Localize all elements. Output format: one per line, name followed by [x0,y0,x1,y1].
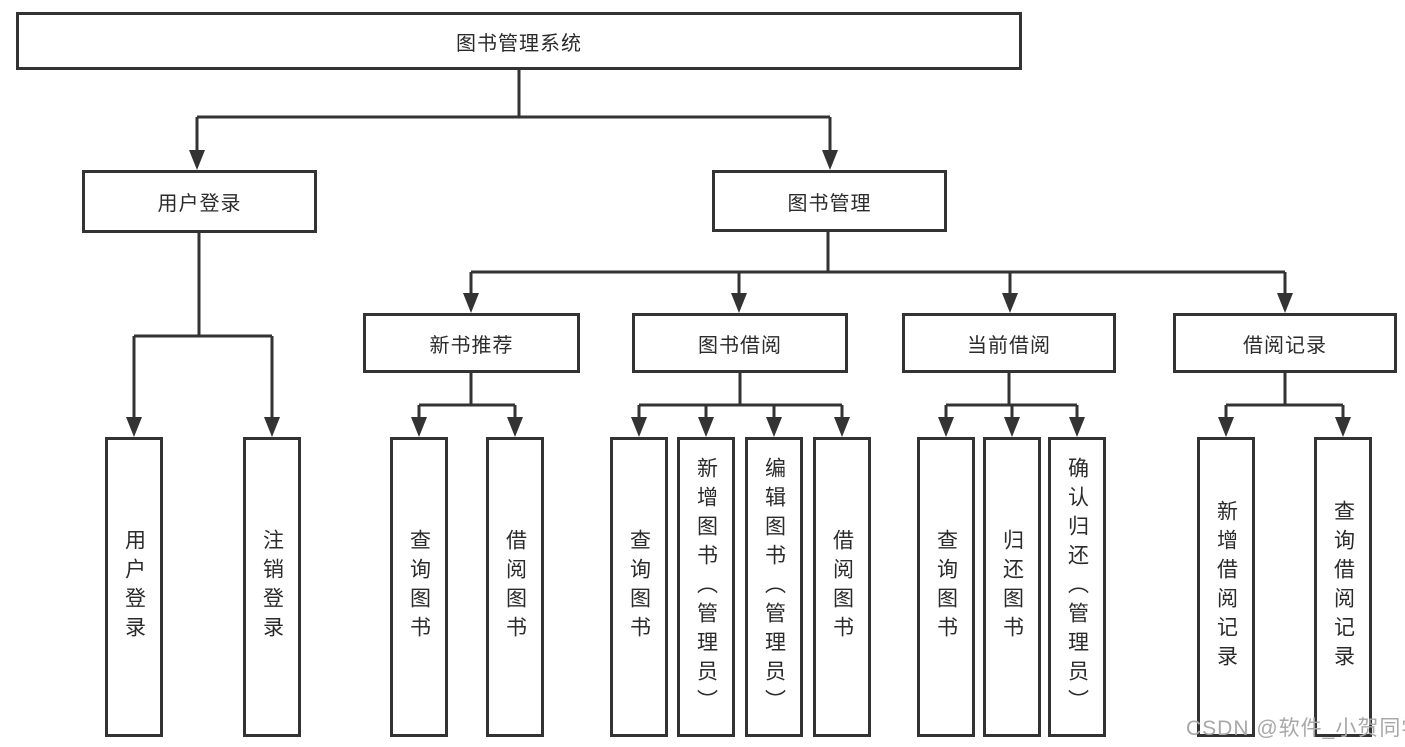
leaf-borrow-books-label: 借阅图书 [830,529,854,645]
leaf-edit-books-admin-label: 编辑图书（管理员） [762,456,786,718]
node-user-login-label: 用户登录 [157,193,242,215]
node-current-borrow: 当前借阅 [902,313,1116,373]
node-root-label: 图书管理系统 [456,32,582,55]
node-book-borrow: 图书借阅 [632,313,848,373]
leaf-borrow-books-recommend-label: 借阅图书 [503,529,527,645]
leaf-confirm-return-admin-label: 确认归还（管理员） [1065,456,1089,718]
connector-book-mgmt-branch [469,232,1287,295]
node-root-system: 图书管理系统 [16,12,1022,70]
connector-new-book-branch [417,373,517,419]
leaf-query-books-current: 查询图书 [917,437,975,737]
leaf-logout: 注销登录 [243,437,301,737]
leaf-query-borrow-record: 查询借阅记录 [1314,437,1372,737]
node-borrow-records: 借阅记录 [1173,313,1397,373]
node-new-book-recommend-label: 新书推荐 [429,334,514,357]
leaf-query-borrow-record-label: 查询借阅记录 [1331,500,1355,674]
node-current-borrow-label: 当前借阅 [967,334,1051,357]
leaf-confirm-return-admin: 确认归还（管理员） [1048,437,1106,737]
node-user-login: 用户登录 [82,170,317,233]
node-borrow-records-label: 借阅记录 [1243,334,1327,357]
leaf-borrow-books-recommend: 借阅图书 [486,437,544,737]
node-book-borrow-label: 图书借阅 [698,334,782,357]
node-book-management: 图书管理 [712,170,947,232]
leaf-add-books-admin: 新增图书（管理员） [677,437,735,737]
arrowhead-icons [126,150,1351,437]
connector-user-login-branch [132,233,274,419]
connector-borrow-branch [637,373,844,419]
leaf-edit-books-admin: 编辑图书（管理员） [745,437,803,737]
leaf-return-books: 归还图书 [983,437,1041,737]
leaf-query-books-recommend-label: 查询图书 [407,529,431,645]
leaf-return-books-label: 归还图书 [1000,529,1024,645]
leaf-query-books-current-label: 查询图书 [934,529,958,645]
leaf-add-books-admin-label: 新增图书（管理员） [694,456,718,718]
node-new-book-recommend: 新书推荐 [363,313,580,373]
leaf-query-books-recommend: 查询图书 [390,437,448,737]
leaf-user-login: 用户登录 [105,437,163,737]
connector-root-branch [195,69,832,153]
leaf-add-borrow-record: 新增借阅记录 [1197,437,1255,737]
connector-records-branch [1224,373,1345,419]
leaf-logout-label: 注销登录 [260,529,284,645]
leaf-borrow-books: 借阅图书 [813,437,871,737]
leaf-query-books-borrow: 查询图书 [610,437,668,737]
leaf-query-books-borrow-label: 查询图书 [627,529,651,645]
leaf-add-borrow-record-label: 新增借阅记录 [1214,500,1238,674]
leaf-user-login-label: 用户登录 [122,529,146,645]
connector-current-branch [944,373,1079,419]
csdn-watermark: CSDN @软件_小贺同学 [1186,717,1405,740]
node-book-management-label: 图书管理 [787,192,872,215]
